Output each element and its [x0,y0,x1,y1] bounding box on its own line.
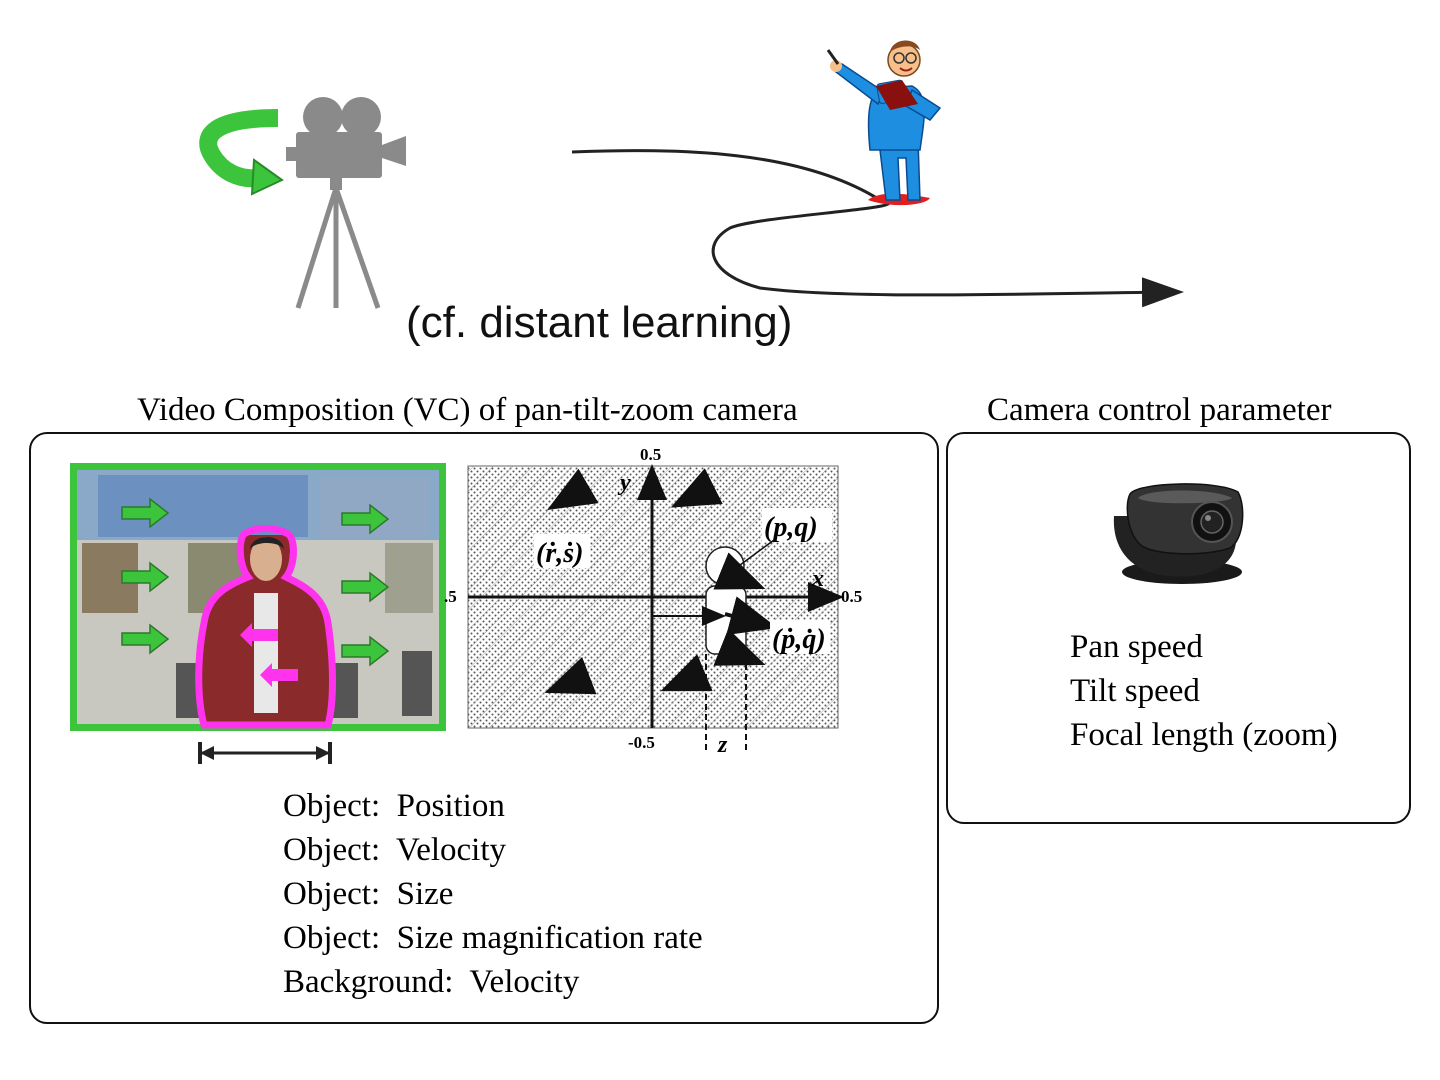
x-right-label: 0.5 [841,587,862,606]
feature-row: Object: Size magnification rate [283,916,703,960]
object-velocity-label: (ṗ,q̇) [772,624,826,655]
lecturer-figure-icon [826,40,942,206]
trajectory-line [571,149,1184,308]
y-bottom-label: -0.5 [628,733,655,752]
rotation-arrow-icon [199,109,284,196]
background-velocity-arrows [121,497,390,667]
camera-panel-title: Camera control parameter [987,392,1332,428]
feature-row: Object: Position [283,784,703,828]
feature-name: Size magnification rate [396,920,703,956]
y-top-label: 0.5 [640,445,661,464]
param-pan-speed: Pan speed [1070,629,1203,665]
feature-group: Object: [283,788,381,824]
video-frame [70,463,446,731]
feature-row: Object: Size [283,872,703,916]
feature-row: Object: Velocity [283,828,703,872]
object-velocity-arrows [713,552,778,666]
feature-group: Object: [283,876,381,912]
x-left-label: .5 [444,587,457,606]
position-label: (p,q) [764,512,818,543]
ptz-camera-icon [1113,483,1244,584]
feature-name: Position [396,788,505,824]
feature-name: Velocity [396,832,507,868]
param-focal-length: Focal length (zoom) [1070,717,1338,753]
feature-row: Background: Velocity [283,960,703,1004]
object-outline-symbol [705,546,747,655]
coordinate-diagram: 0.5 -0.5 0.5 .5 y x (p,q) (ṗ,q̇) (ṙ,ṡ) z [444,445,862,758]
camera-panel [946,432,1411,824]
vc-feature-list: Object: Position Object: Velocity Object… [283,784,703,1004]
vc-panel-title: Video Composition (VC) of pan-tilt-zoom … [137,392,798,428]
object-outline [195,525,336,729]
feature-group: Object: [283,832,381,868]
feature-name: Velocity [469,964,580,1000]
y-axis-label: y [617,470,631,496]
vc-panel [29,432,939,1024]
object-velocity-arrows [240,623,298,687]
background-velocity-label: (ṙ,ṡ) [536,538,583,569]
size-label: z [717,732,728,758]
caption-distant-learning: (cf. distant learning) [406,298,793,347]
camera-param-list: Pan speed Tilt speed Focal length (zoom) [1070,625,1338,757]
size-scale-bar [198,742,332,764]
background-velocity-arrows [544,468,723,695]
x-axis-label: x [811,566,824,592]
feature-group: Object: [283,920,381,956]
movie-camera-icon [286,97,406,309]
feature-name: Size [396,876,454,912]
param-tilt-speed: Tilt speed [1070,673,1200,709]
feature-group: Background: [283,964,454,1000]
top-illustration [199,40,1184,309]
